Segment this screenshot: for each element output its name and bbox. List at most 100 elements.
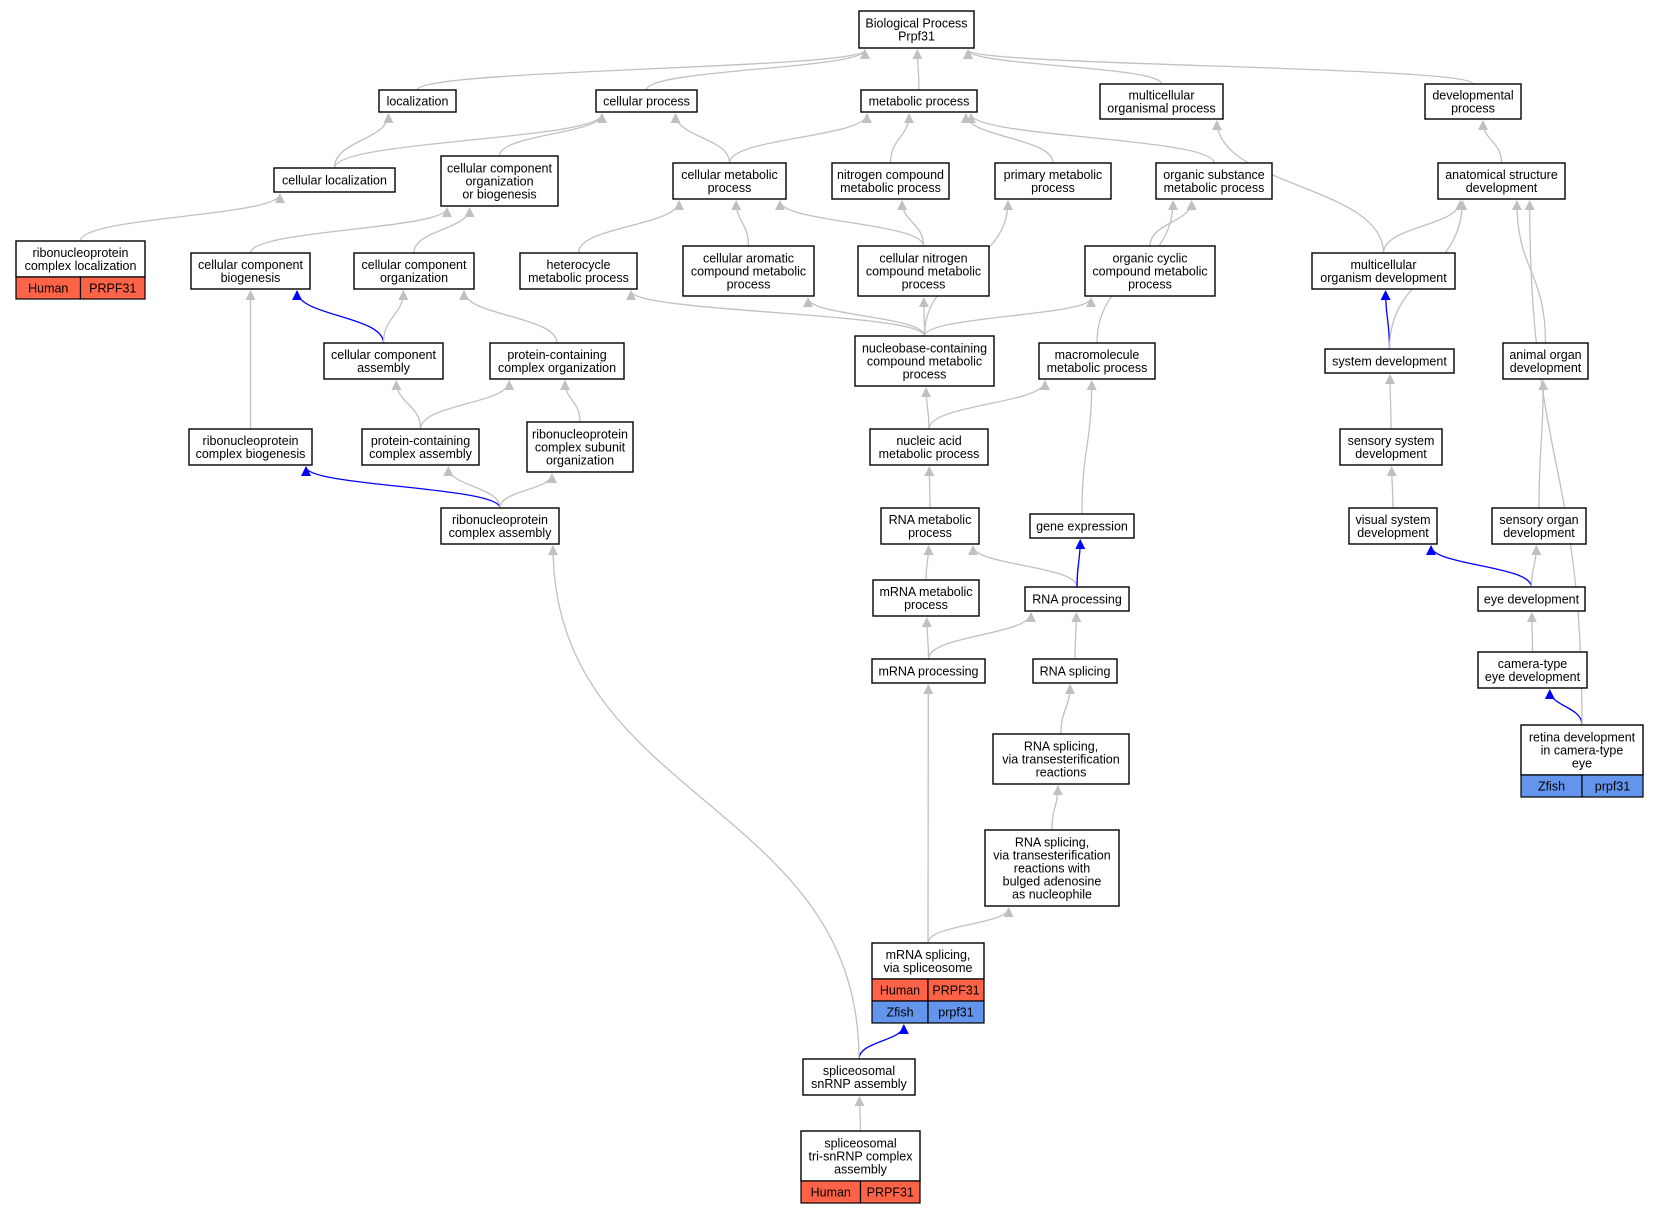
gene-name: PRPF31 <box>89 282 136 296</box>
edge-ssa-to-msvs <box>858 1024 909 1060</box>
gene-cell <box>859 1180 921 1204</box>
node-label-line: assembly <box>357 361 411 375</box>
node-label-line: eye development <box>1484 593 1580 607</box>
edge-pcco-to-cco <box>459 290 558 344</box>
node-box <box>1084 245 1216 297</box>
node-box <box>1038 342 1156 380</box>
node-rstr[interactable]: RNA splicing,via transesterificationreac… <box>992 733 1130 785</box>
node-label-line: complex biogenesis <box>196 447 306 461</box>
node-mrp[interactable]: mRNA processing <box>871 658 986 684</box>
node-box <box>188 428 313 466</box>
node-ge[interactable]: gene expression <box>1029 513 1135 539</box>
edge-rnpca-to-pcca <box>443 466 501 509</box>
node-label-line: nucleic acid <box>896 434 961 448</box>
node-box <box>1491 507 1587 545</box>
node-box <box>872 579 980 617</box>
node-label-line: compound metabolic <box>866 265 981 279</box>
edge-sod-to-aod <box>1538 380 1549 509</box>
node-cp[interactable]: cellular process <box>595 89 698 113</box>
node-label-line: via transesterification <box>993 849 1110 863</box>
gene-name: PRPF31 <box>932 984 979 998</box>
gene-name: PRPF31 <box>867 1186 914 1200</box>
node-label-line: localization <box>387 95 449 109</box>
node-rp[interactable]: RNA processing <box>1024 586 1130 612</box>
node-box <box>871 658 986 684</box>
node-box <box>869 428 989 466</box>
node-label-line: organic substance <box>1163 168 1265 182</box>
node-sd[interactable]: system development <box>1324 348 1455 374</box>
node-box <box>440 155 559 207</box>
node-box <box>1502 342 1589 380</box>
node-box <box>984 829 1120 907</box>
node-label-line: development <box>1466 181 1538 195</box>
node-mp[interactable]: metabolic process <box>860 89 978 113</box>
node-label-line: in camera-type <box>1541 744 1624 758</box>
node-rs[interactable]: RNA splicing <box>1032 658 1118 684</box>
gene-cell <box>1581 774 1644 798</box>
gene-cell <box>79 276 146 300</box>
node-cloc[interactable]: cellular localization <box>273 167 396 193</box>
edge-rs-to-rp <box>1071 612 1082 660</box>
node-label-line: RNA splicing, <box>1024 740 1098 754</box>
node-label-line: complex subunit <box>535 441 626 455</box>
gene-name: prpf31 <box>938 1006 973 1020</box>
node-label-line: cellular component <box>331 348 436 362</box>
edge-rp-to-ge <box>1075 539 1086 588</box>
node-label-line: ribonucleoprotein <box>33 246 129 260</box>
node-label-line: process <box>1128 278 1172 292</box>
node-box <box>15 240 146 278</box>
node-loc[interactable]: localization <box>378 89 457 113</box>
node-box <box>1348 507 1438 545</box>
node-rstrba[interactable]: RNA splicing,via transesterificationreac… <box>984 829 1120 907</box>
node-label-line: nitrogen compound <box>837 168 944 182</box>
node-label-line: complex assembly <box>369 447 473 461</box>
node-label-line: process <box>902 278 946 292</box>
species-name: Human <box>880 984 920 998</box>
node-label-line: organization <box>546 454 614 468</box>
edge-namp-to-nbccmp <box>921 387 932 430</box>
edges-layer <box>79 49 1583 1132</box>
edge-namp-to-mmp <box>928 380 1050 430</box>
node-label-line: cellular process <box>603 95 690 109</box>
node-label-line: organismal process <box>1107 102 1215 116</box>
edge-ssd-to-sd <box>1385 374 1396 430</box>
node-ed[interactable]: eye development <box>1477 586 1586 612</box>
